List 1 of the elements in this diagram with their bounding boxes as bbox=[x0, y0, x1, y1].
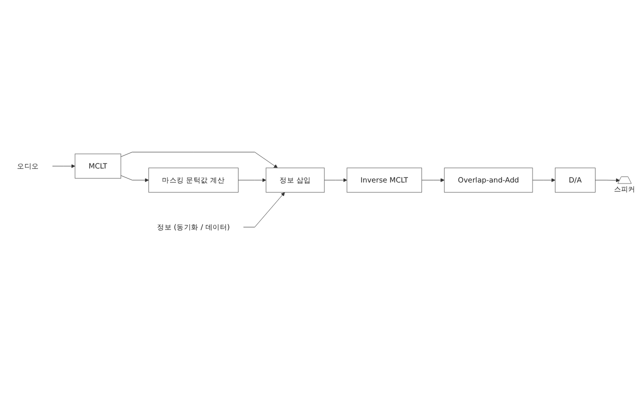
node-speaker bbox=[618, 176, 632, 184]
